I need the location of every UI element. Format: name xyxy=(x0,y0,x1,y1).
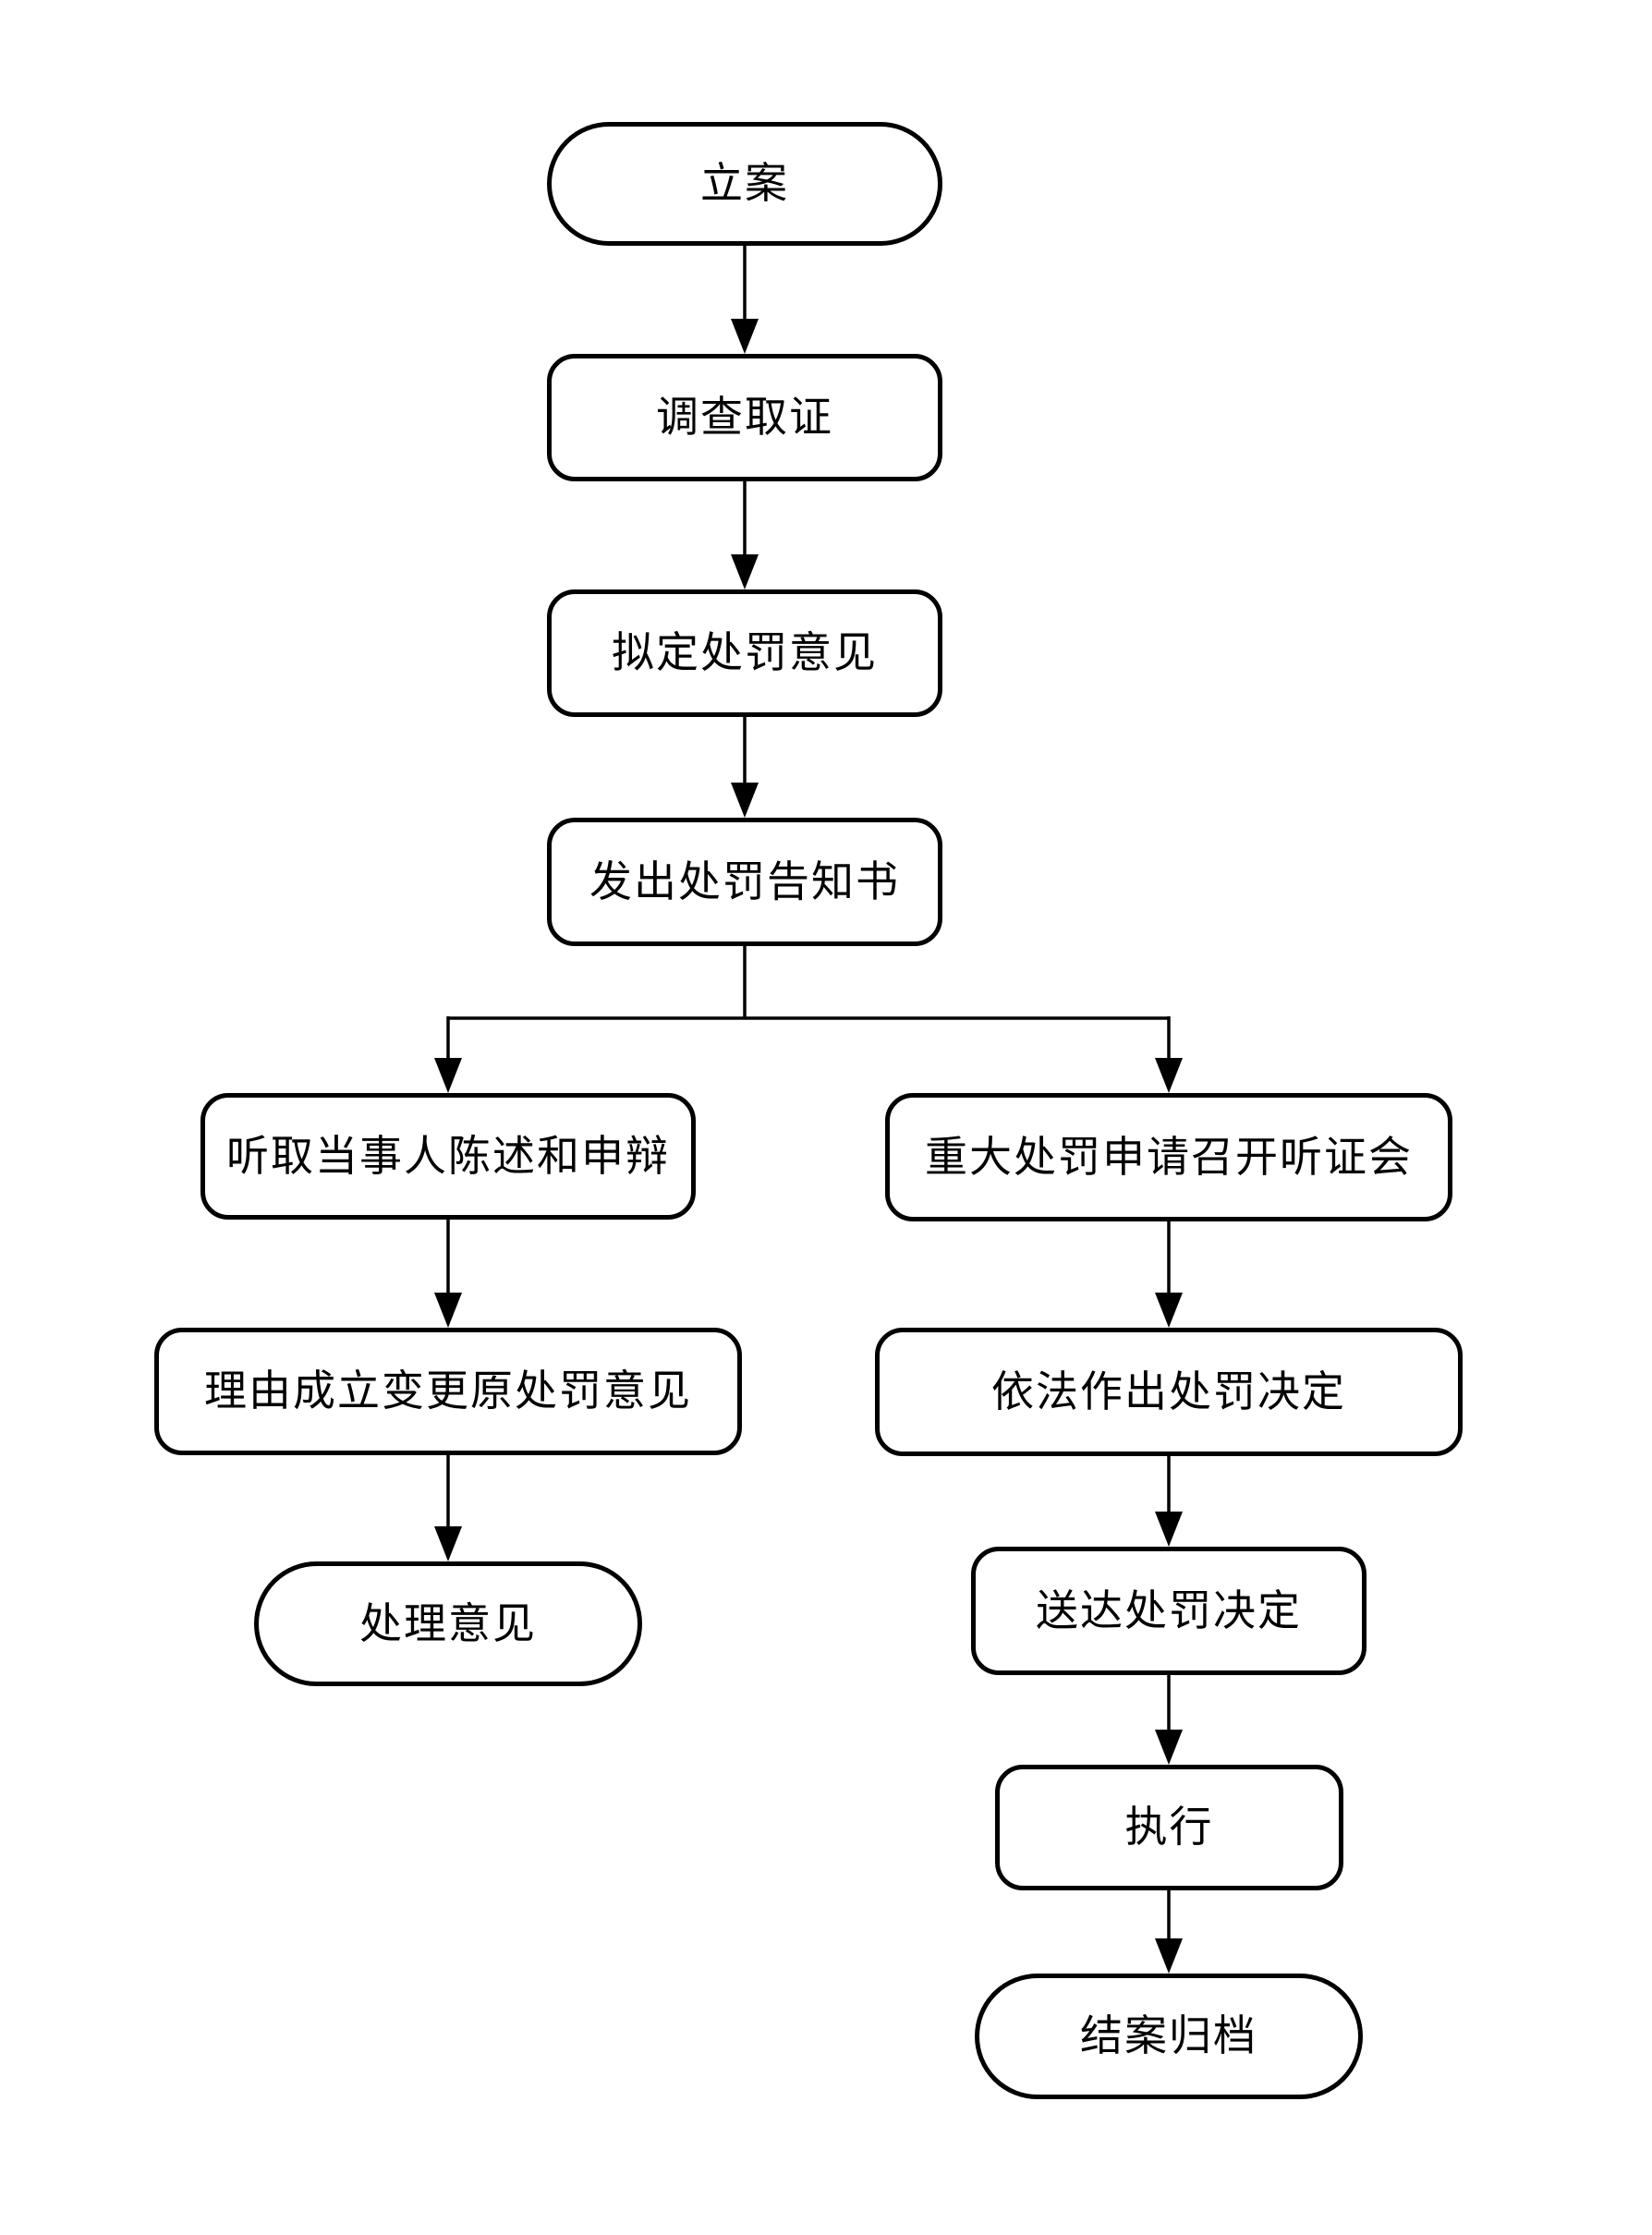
node-execute-label: 执行 xyxy=(1124,1804,1214,1851)
arrowhead-icon xyxy=(1155,1293,1183,1328)
node-case-filing: 立案 xyxy=(547,122,942,246)
arrowhead-icon xyxy=(731,319,759,354)
node-hear-statement-label: 听取当事人陈述和申辩 xyxy=(226,1132,670,1180)
node-penalty-notice-label: 发出处罚告知书 xyxy=(589,857,900,905)
node-change-opinion: 理由成立变更原处罚意见 xyxy=(154,1328,742,1455)
node-handling-opinion-label: 处理意见 xyxy=(359,1599,537,1647)
node-draft-penalty-opinion-label: 拟定处罚意见 xyxy=(612,629,878,676)
arrowhead-icon xyxy=(731,783,759,818)
node-investigation: 调查取证 xyxy=(547,354,942,481)
node-case-filing-label: 立案 xyxy=(700,160,789,207)
node-hearing-request: 重大处罚申请召开听证会 xyxy=(885,1093,1452,1221)
node-close-archive: 结案归档 xyxy=(975,1974,1363,2099)
arrowhead-icon xyxy=(1155,1938,1183,1974)
arrowhead-icon xyxy=(1155,1058,1183,1093)
arrowhead-icon xyxy=(731,554,759,589)
node-deliver-decision: 送达处罚决定 xyxy=(971,1547,1367,1675)
arrowhead-icon xyxy=(1155,1512,1183,1547)
node-investigation-label: 调查取证 xyxy=(656,394,833,441)
node-handling-opinion: 处理意见 xyxy=(254,1561,642,1686)
node-close-archive-label: 结案归档 xyxy=(1080,2012,1257,2059)
arrowhead-icon xyxy=(434,1526,462,1561)
node-execute: 执行 xyxy=(995,1765,1343,1890)
arrowhead-icon xyxy=(1155,1730,1183,1765)
node-hearing-request-label: 重大处罚申请召开听证会 xyxy=(925,1133,1413,1181)
node-deliver-decision-label: 送达处罚决定 xyxy=(1036,1586,1302,1634)
node-penalty-notice: 发出处罚告知书 xyxy=(547,818,942,946)
arrowhead-icon xyxy=(434,1293,462,1328)
node-penalty-decision: 依法作出处罚决定 xyxy=(875,1328,1463,1456)
node-hear-statement: 听取当事人陈述和申辩 xyxy=(200,1093,696,1220)
node-penalty-decision-label: 依法作出处罚决定 xyxy=(991,1367,1346,1415)
node-change-opinion-label: 理由成立变更原处罚意见 xyxy=(204,1367,692,1415)
arrowhead-icon xyxy=(434,1058,462,1093)
node-draft-penalty-opinion: 拟定处罚意见 xyxy=(547,589,942,717)
